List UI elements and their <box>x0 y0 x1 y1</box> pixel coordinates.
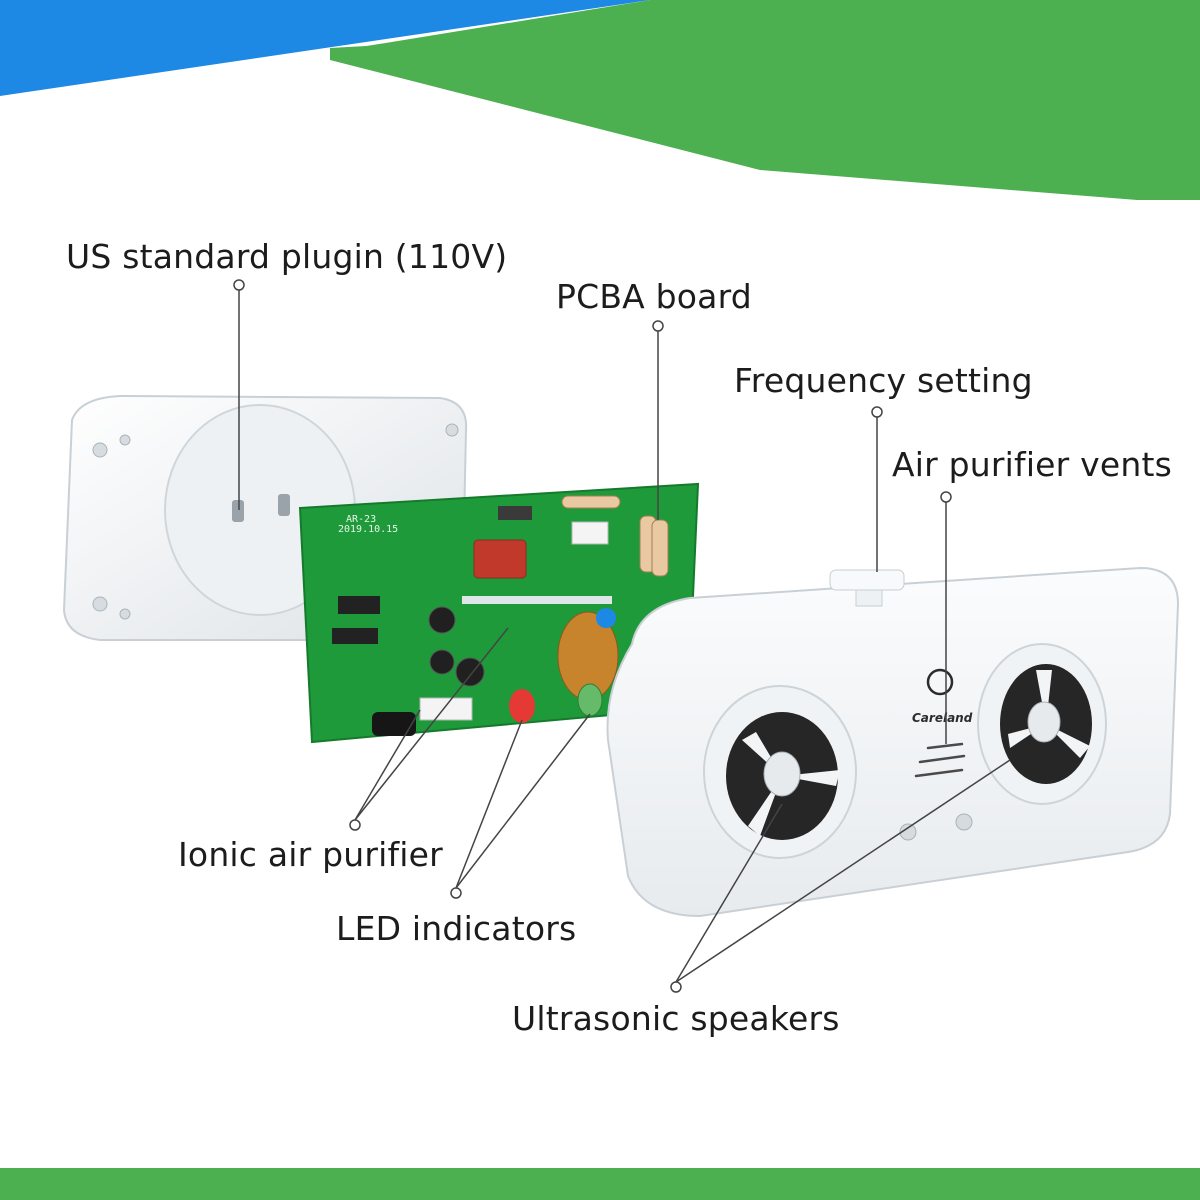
air-purifier-vent <box>918 754 966 764</box>
label-air-purifier-vents: Air purifier vents <box>892 445 1173 484</box>
pcb-date-text: 2019.10.15 <box>338 524 398 535</box>
air-purifier-vent <box>914 768 964 778</box>
top-banner <box>0 0 1200 200</box>
label-ultrasonic-speakers: Ultrasonic speakers <box>512 999 840 1038</box>
electrolytic-capacitor <box>455 657 485 687</box>
bottom-green-bar <box>0 1168 1200 1200</box>
label-frequency-setting: Frequency setting <box>734 361 1033 400</box>
ic-chip <box>332 628 378 644</box>
ultrasonic-speaker-right <box>977 643 1107 805</box>
screw-hole <box>445 423 459 437</box>
plug-pin-left <box>232 500 244 522</box>
brand-logo-icon <box>926 668 954 696</box>
plug-pin-right <box>278 494 290 516</box>
screw-hole <box>119 434 131 446</box>
ionic-emitter <box>372 712 416 736</box>
screw-hole <box>92 596 108 612</box>
label-us-standard-plugin: US standard plugin (110V) <box>66 237 508 276</box>
blue-capacitor <box>596 608 616 628</box>
led-green <box>577 683 603 717</box>
connector-white <box>419 697 473 721</box>
resistor <box>561 495 621 509</box>
screw-hole <box>119 608 131 620</box>
electrolytic-capacitor <box>428 606 456 634</box>
top-blue-band <box>0 0 650 96</box>
front-housing: Careland <box>606 566 1180 918</box>
frequency-setting-knob <box>829 569 905 591</box>
resistor <box>651 519 669 577</box>
led-red <box>509 689 535 723</box>
frequency-switch <box>498 506 532 520</box>
frequency-setting-stem <box>855 589 883 607</box>
connector-block <box>571 521 609 545</box>
capacitor-red-block <box>473 539 527 579</box>
electrolytic-capacitor <box>429 649 455 675</box>
pcb-model-text: AR-23 <box>346 514 376 525</box>
led-window <box>899 823 917 841</box>
ic-chip <box>338 596 380 614</box>
silver-strip <box>462 596 612 604</box>
brand-logo-text: Careland <box>912 711 973 725</box>
pcba-board: AR-23 2019.10.15 <box>298 482 700 744</box>
top-green-wedge <box>330 0 1200 52</box>
screw-hole <box>92 442 108 458</box>
label-pcba-board: PCBA board <box>556 277 752 316</box>
led-window <box>955 813 973 831</box>
top-green-band <box>330 0 1200 200</box>
leader-lines <box>233 279 1011 993</box>
ultrasonic-speaker-left <box>703 685 857 859</box>
air-purifier-vent <box>926 742 964 750</box>
label-led-indicators: LED indicators <box>336 909 577 948</box>
label-ionic-air-purifier: Ionic air purifier <box>178 835 443 874</box>
